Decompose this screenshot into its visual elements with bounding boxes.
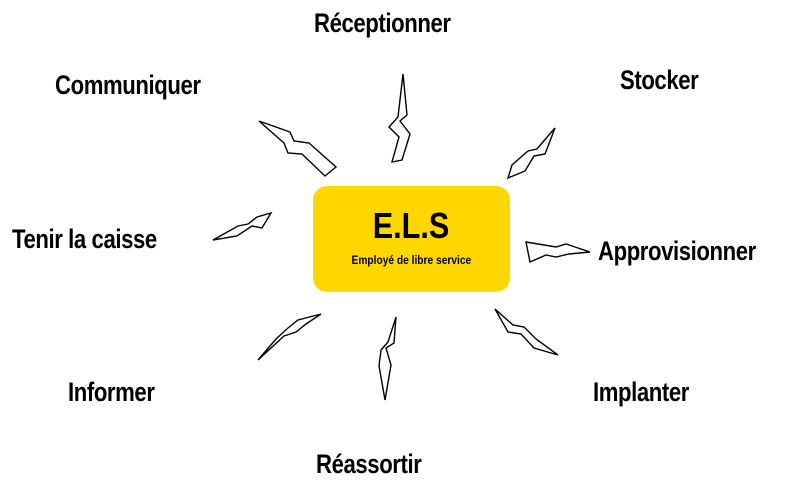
task-implanter: Implanter [593,377,689,407]
task-receptionner: Réceptionner [314,8,451,38]
lightning-bolt-icon [257,313,322,361]
task-communiquer: Communiquer [55,70,201,100]
lightning-bolt-icon [506,127,556,180]
lightning-bolt-icon [525,241,591,263]
lightning-bolt-icon [378,316,397,401]
task-tenir-la-caisse: Tenir la caisse [12,224,157,254]
lightning-bolt-icon [258,120,338,177]
task-informer: Informer [68,377,155,407]
task-approvisionner: Approvisionner [598,236,756,266]
task-stocker: Stocker [620,65,699,95]
lightning-bolt-icon [212,211,273,241]
task-reassortir: Réassortir [316,449,422,479]
lightning-bolt-icon [388,73,411,163]
center-title: E.L.S [373,205,450,246]
lightning-bolt-icon [494,308,559,356]
center-role-box: E.L.S Employé de libre service [313,186,510,292]
center-subtitle: Employé de libre service [351,253,472,267]
